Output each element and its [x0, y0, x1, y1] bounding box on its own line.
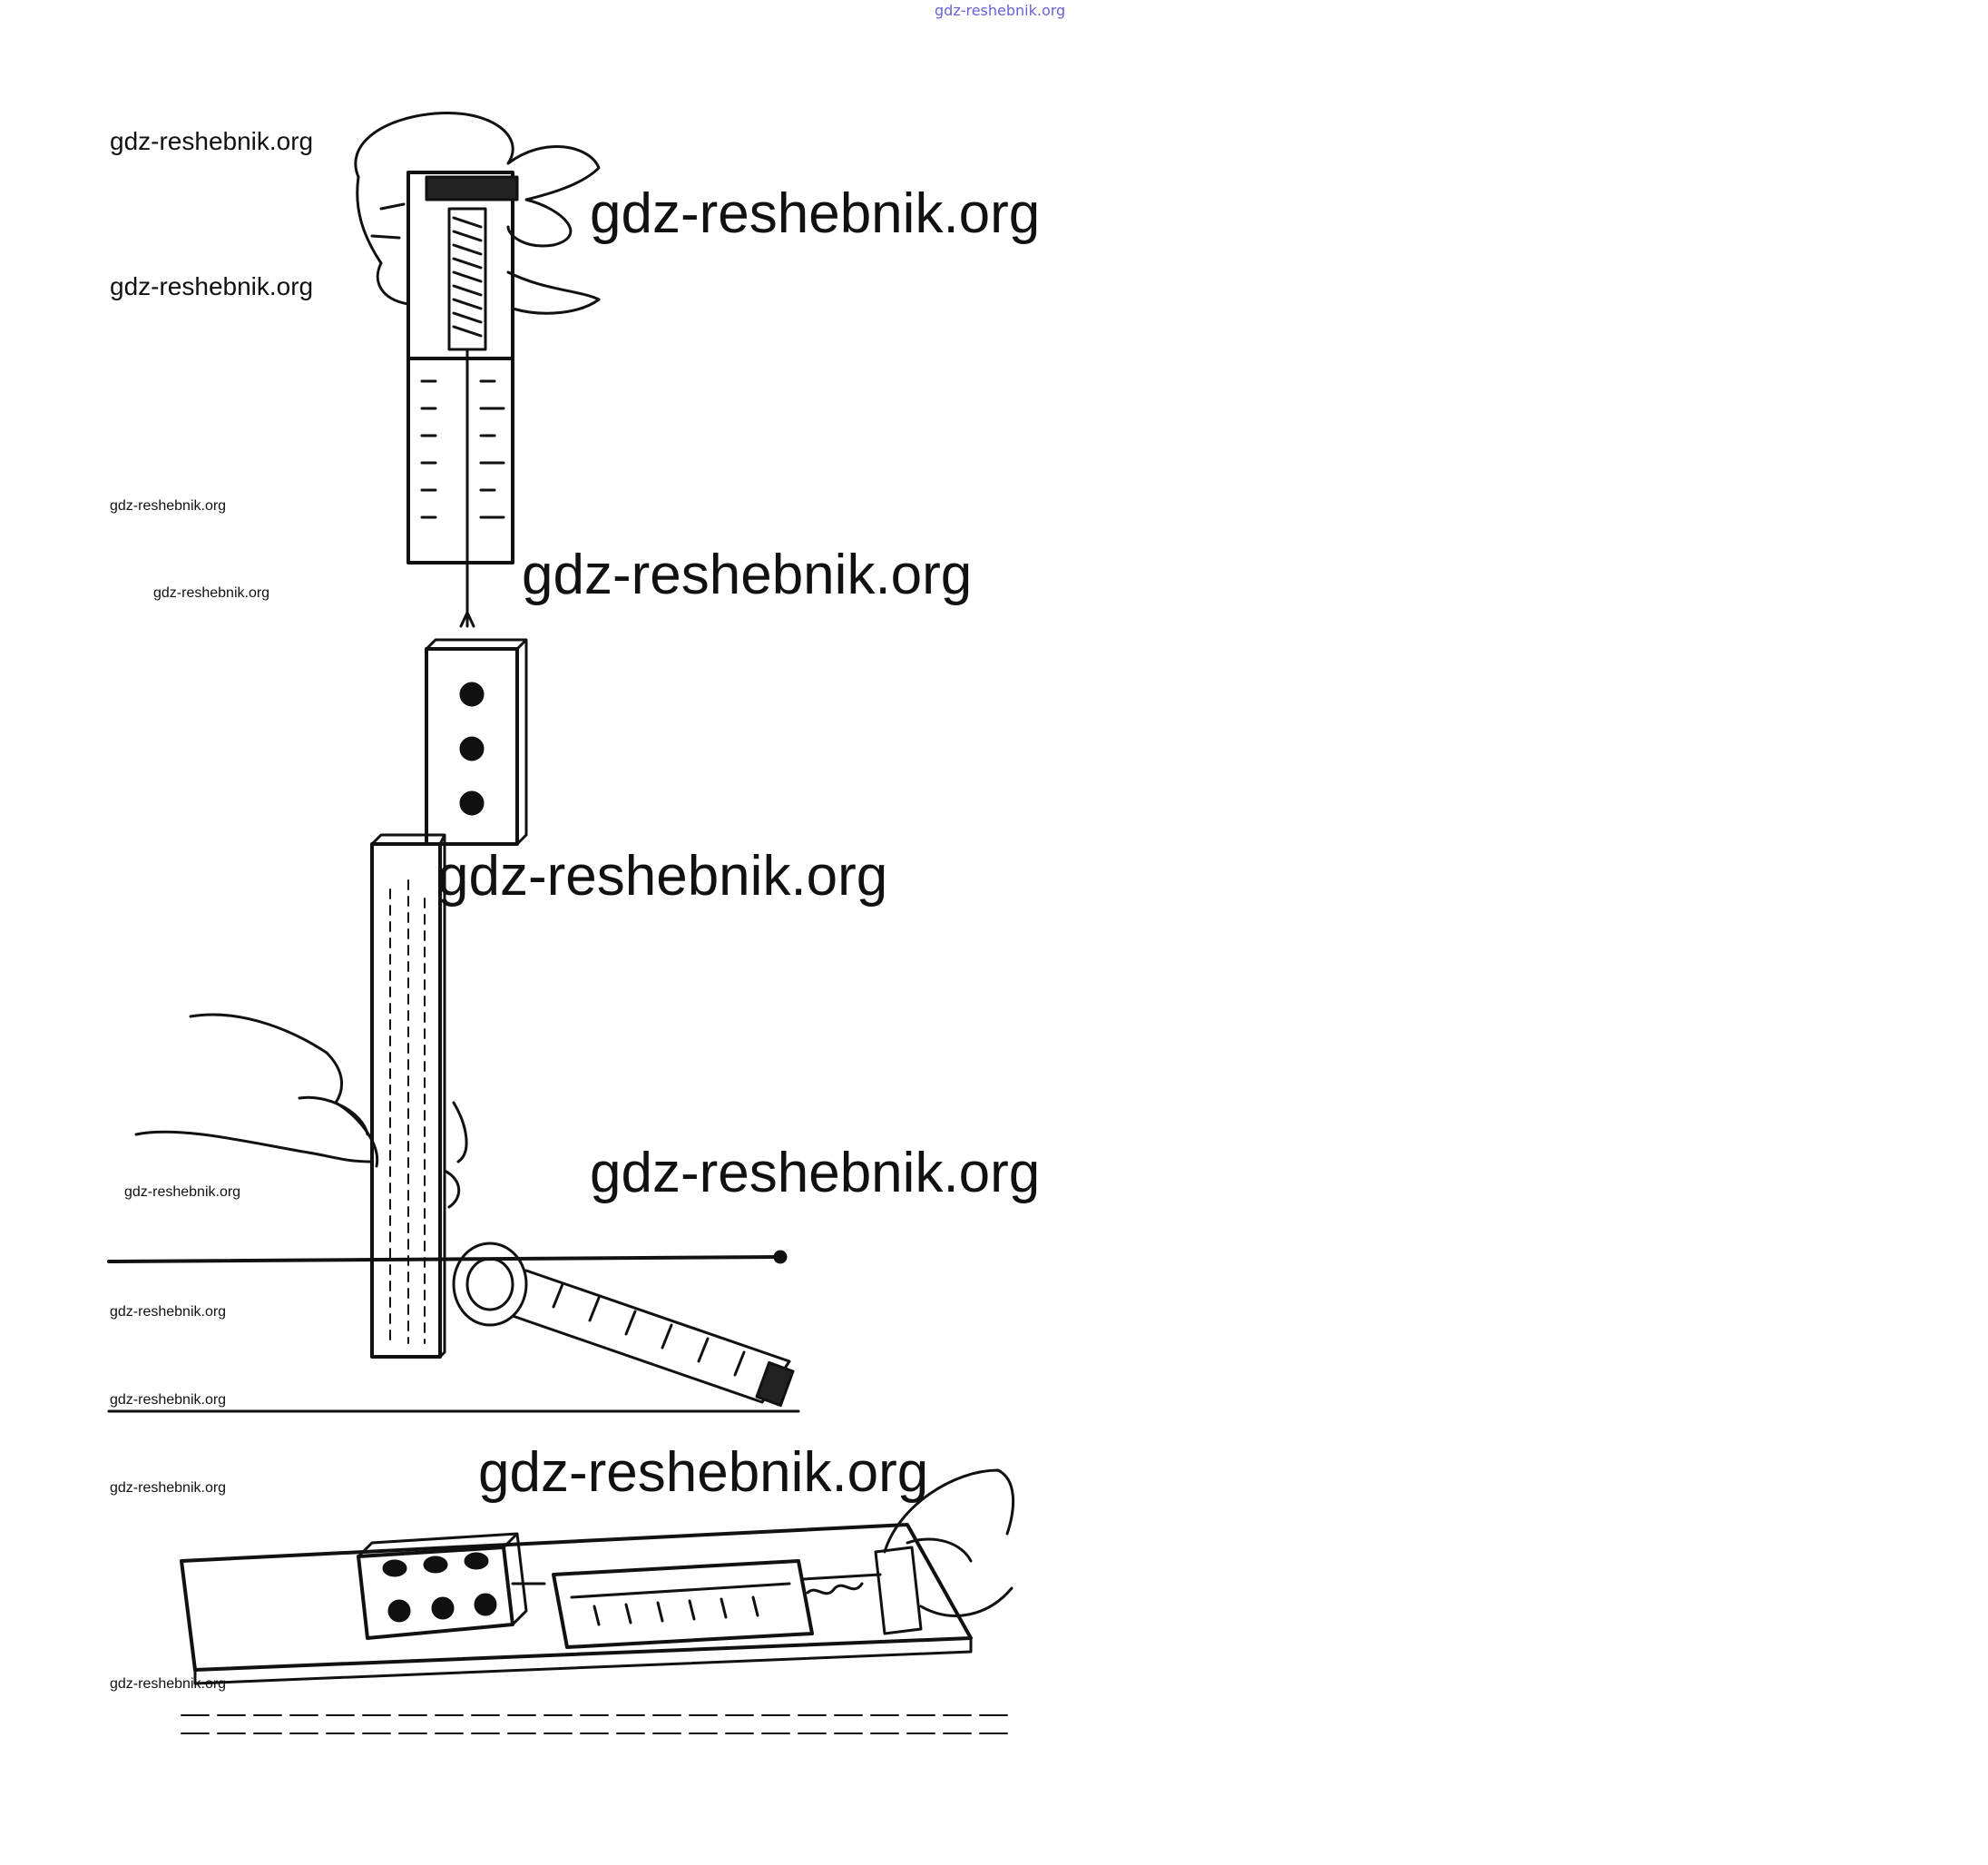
watermark: gdz-reshebnik.org [110, 272, 314, 300]
table-line [107, 1255, 782, 1263]
watermark: gdz-reshebnik.org [110, 1304, 227, 1320]
watermark: gdz-reshebnik.org [437, 845, 888, 908]
vertical-board-drawing [370, 833, 446, 1359]
watermark: gdz-reshebnik.org [478, 1441, 929, 1504]
watermark: gdz-reshebnik.org [124, 1184, 241, 1200]
watermark: gdz-reshebnik.org [110, 1676, 227, 1692]
watermark: gdz-reshebnik.org [590, 182, 1041, 245]
upper-hand-drawing [354, 111, 601, 315]
horizontal-board-drawing [180, 1523, 973, 1685]
hanging-block-drawing [425, 638, 528, 846]
right-hand-drawing [883, 1468, 1015, 1617]
watermark: gdz-reshebnik.org [110, 1392, 227, 1408]
horizontal-dynamometer-drawing [552, 1546, 923, 1649]
watermark: gdz-reshebnik.org [110, 498, 227, 514]
measuring-tape-drawing [452, 1242, 795, 1408]
lower-hand-drawing [134, 1013, 468, 1209]
sliding-block-drawing [357, 1532, 546, 1640]
watermark: gdz-reshebnik.org [590, 1142, 1041, 1204]
watermark: gdz-reshebnik.org [522, 544, 973, 606]
watermark: gdz-reshebnik.org [110, 1480, 227, 1496]
vertical-dynamometer-drawing [406, 171, 519, 628]
top-site-link[interactable]: gdz-reshebnik.org [935, 2, 1066, 19]
watermark: gdz-reshebnik.org [153, 585, 270, 601]
watermark: gdz-reshebnik.org [110, 127, 314, 155]
